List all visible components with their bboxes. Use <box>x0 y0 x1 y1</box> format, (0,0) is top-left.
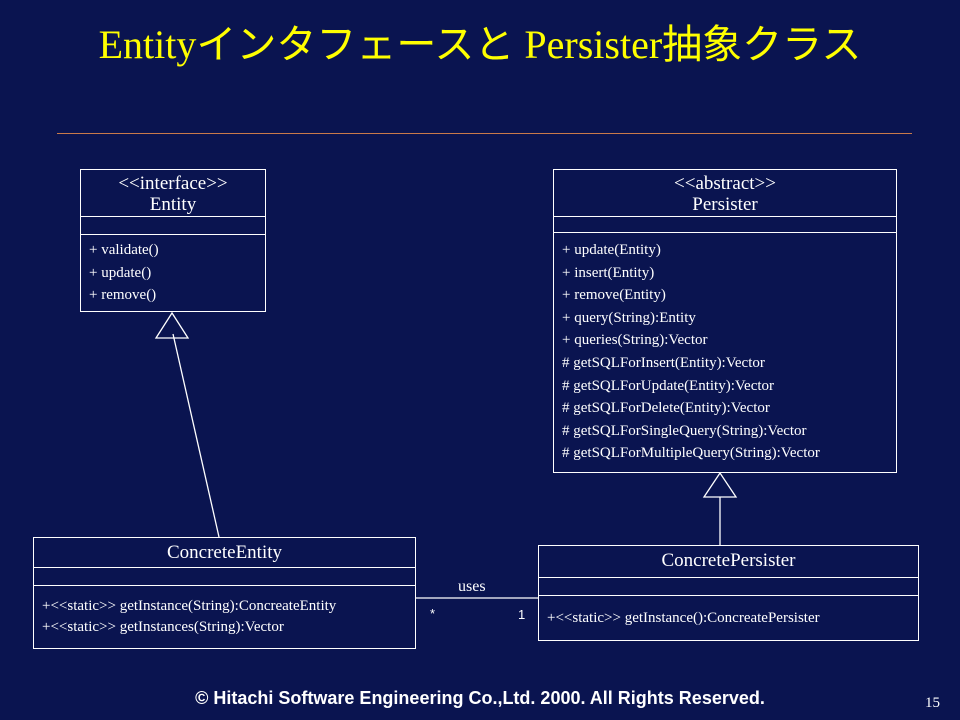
title-divider <box>57 133 912 134</box>
concrete-persister-class: ConcretePersister +<<static>> getInstanc… <box>538 545 919 641</box>
persister-header: <<abstract>> Persister <box>554 170 896 217</box>
persister-operation: # getSQLForUpdate(Entity):Vector <box>562 377 775 394</box>
concrete-entity-class: ConcreteEntity +<<static>> getInstance(S… <box>33 537 416 649</box>
persister-operation: # getSQLForSingleQuery(String):Vector <box>562 422 807 439</box>
persister-operation: + remove(Entity) <box>562 287 666 304</box>
persister-operation: + query(String):Entity <box>562 309 696 326</box>
realization-line <box>172 333 220 538</box>
entity-header: <<interface>> Entity <box>81 170 265 217</box>
page-number: 15 <box>925 695 940 711</box>
entity-attributes-compartment <box>81 217 265 235</box>
concrete-persister-operations: +<<static>> getInstance():ConcreatePersi… <box>539 596 918 630</box>
concrete-entity-attributes-compartment <box>34 568 415 586</box>
concrete-entity-operations: +<<static>> getInstance(String):Concreat… <box>34 586 415 638</box>
concrete-entity-operation: +<<static>> getInstance(String):Concreat… <box>42 598 337 614</box>
entity-name: Entity <box>149 194 197 215</box>
concrete-entity-operation: +<<static>> getInstances(String):Vector <box>42 619 284 635</box>
persister-operation: # getSQLForInsert(Entity):Vector <box>562 354 765 371</box>
entity-operations: + validate() + update() + remove() <box>81 235 265 307</box>
persister-operation: # getSQLForMultipleQuery(String):Vector <box>562 445 820 462</box>
entity-operation: + update() <box>89 264 152 281</box>
entity-interface-class: <<interface>> Entity + validate() + upda… <box>80 169 266 312</box>
multiplicity-target: 1 <box>518 607 526 622</box>
concrete-persister-name: ConcretePersister <box>661 550 796 571</box>
entity-operation: + remove() <box>89 287 157 304</box>
persister-operation: + update(Entity) <box>562 242 661 258</box>
entity-operation: + validate() <box>89 242 159 258</box>
realization-arrowhead <box>154 311 190 339</box>
association-label: uses <box>458 578 486 595</box>
persister-operation: + insert(Entity) <box>562 264 655 281</box>
concrete-entity-header: ConcreteEntity <box>34 538 415 568</box>
concrete-persister-operation: +<<static>> getInstance():ConcreatePersi… <box>547 610 820 626</box>
copyright-footer: © Hitachi Software Engineering Co.,Ltd. … <box>195 688 765 708</box>
generalization-arrowhead <box>702 471 738 498</box>
concrete-persister-header: ConcretePersister <box>539 546 918 578</box>
concrete-entity-name: ConcreteEntity <box>166 542 283 563</box>
persister-name: Persister <box>692 194 758 215</box>
persister-operation: # getSQLForDelete(Entity):Vector <box>562 400 770 417</box>
multiplicity-source: * <box>430 606 436 621</box>
persister-attributes-compartment <box>554 217 896 233</box>
persister-operation: + queries(String):Vector <box>562 332 708 349</box>
persister-stereotype: <<abstract>> <box>674 173 776 194</box>
persister-abstract-class: <<abstract>> Persister + update(Entity) … <box>553 169 897 473</box>
entity-stereotype: <<interface>> <box>118 173 228 194</box>
slide-title: Entityインタフェースと Persister抽象クラス <box>98 22 862 67</box>
persister-operations: + update(Entity) + insert(Entity) + remo… <box>554 233 896 465</box>
concrete-persister-attributes-compartment <box>539 578 918 596</box>
